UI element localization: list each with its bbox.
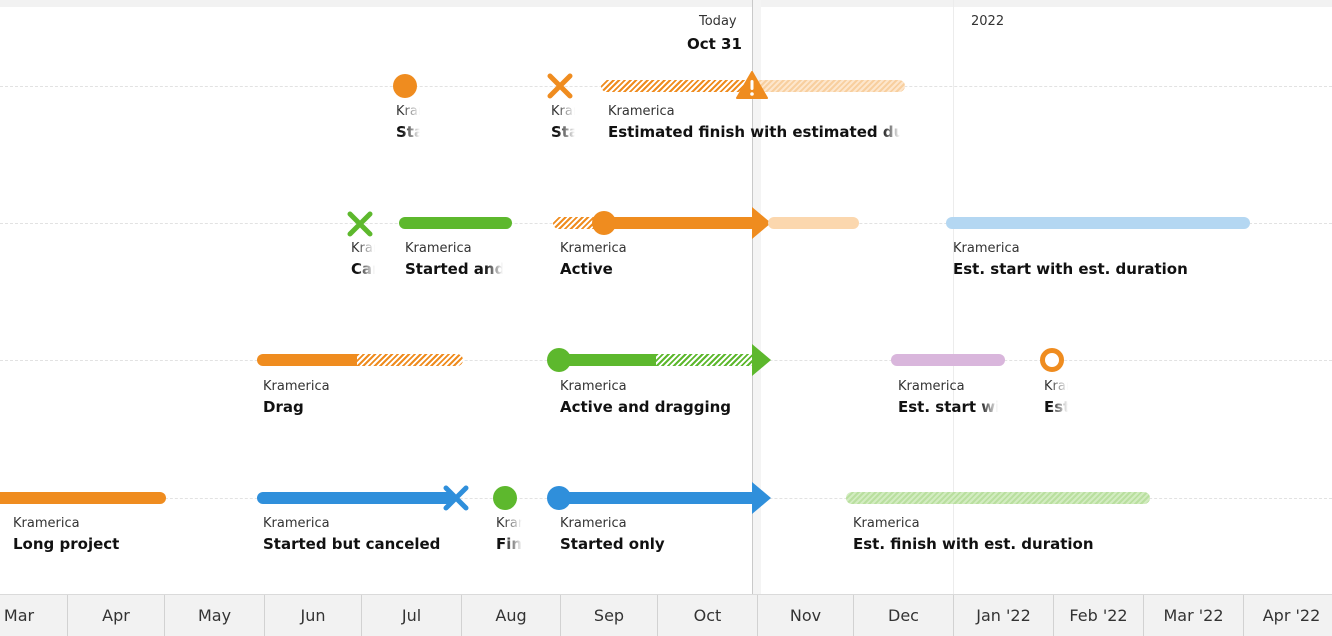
- ring-icon[interactable]: [1040, 348, 1064, 372]
- item-name: Est. finish with est. duration: [853, 535, 1094, 553]
- canceled-x-icon[interactable]: [546, 72, 574, 100]
- hatched-estimated-bar[interactable]: [601, 80, 751, 92]
- timeline-item-started-but-canceled[interactable]: Kramerica Started but canceled: [263, 516, 443, 560]
- item-org: Kramerica: [551, 104, 575, 119]
- month-aug[interactable]: Aug: [461, 595, 560, 636]
- timeline-item-est-start-finish[interactable]: Kramerica Est. start with est. finish: [898, 379, 998, 423]
- estimated-bar[interactable]: [891, 354, 1005, 366]
- item-name: Started only: [560, 535, 665, 553]
- month-apr-22[interactable]: Apr '22: [1243, 595, 1332, 636]
- active-hatched-bar[interactable]: [656, 354, 754, 366]
- item-name: Active and dragging: [560, 398, 732, 416]
- month-oct[interactable]: Oct: [657, 595, 757, 636]
- item-name: Est. start: [1044, 398, 1068, 416]
- item-org: Kramerica: [608, 104, 675, 119]
- month-apr[interactable]: Apr: [67, 595, 164, 636]
- canceled-bar[interactable]: [257, 492, 455, 504]
- month-sep[interactable]: Sep: [560, 595, 657, 636]
- item-name: Started and finished: [405, 260, 503, 278]
- drag-hatched-bar[interactable]: [357, 354, 463, 366]
- item-name: Started but canceled: [263, 535, 441, 553]
- estimated-duration-bar[interactable]: [754, 80, 905, 92]
- timeline-item-started[interactable]: Kramerica Started: [396, 104, 420, 148]
- item-name: Canceled: [351, 260, 375, 278]
- drag-solid-bar[interactable]: [257, 354, 357, 366]
- start-dot-icon[interactable]: [547, 486, 571, 510]
- item-org: Kramerica: [396, 104, 420, 119]
- month-may[interactable]: May: [164, 595, 264, 636]
- today-line: [752, 0, 753, 594]
- month-feb-22[interactable]: Feb '22: [1053, 595, 1143, 636]
- item-org: Kramerica: [263, 516, 330, 531]
- long-project-bar[interactable]: [0, 492, 166, 504]
- start-dot-icon[interactable]: [592, 211, 616, 235]
- finished-dot-icon[interactable]: [493, 486, 517, 510]
- item-name: Started: [396, 123, 420, 141]
- arrow-head-icon: [752, 482, 771, 514]
- estimated-finish-bar[interactable]: [846, 492, 1150, 504]
- start-dot-icon[interactable]: [393, 74, 417, 98]
- timeline-item-started-only[interactable]: Kramerica Started only: [560, 516, 710, 560]
- timeline-item-long-project[interactable]: Kramerica Long project: [13, 516, 163, 560]
- month-jul[interactable]: Jul: [361, 595, 461, 636]
- item-org: Kramerica: [560, 241, 627, 256]
- item-org: Kramerica: [953, 241, 1020, 256]
- timeline-item-estimated-finish[interactable]: Kramerica Estimated finish with estimate…: [608, 104, 900, 148]
- item-org: Kramerica: [1044, 379, 1068, 394]
- timeline-item-started-2[interactable]: Kramerica Started: [551, 104, 575, 148]
- timeline-item-finished[interactable]: Kramerica Finished: [496, 516, 522, 560]
- item-name: Drag: [263, 398, 304, 416]
- estimated-tail-bar[interactable]: [768, 217, 859, 229]
- year-label: 2022: [971, 14, 1005, 29]
- today-shade: [753, 0, 761, 594]
- today-label: Today: [699, 14, 737, 29]
- item-org: Kramerica: [13, 516, 80, 531]
- item-org: Kramerica: [853, 516, 920, 531]
- item-org: Kramerica: [560, 516, 627, 531]
- year-boundary-line: [953, 0, 954, 594]
- item-name: Estimated finish with estimated duration: [608, 123, 900, 141]
- month-jun[interactable]: Jun: [264, 595, 361, 636]
- active-solid-bar[interactable]: [558, 354, 656, 366]
- month-mar-22[interactable]: Mar '22: [1143, 595, 1243, 636]
- item-name: Est. start with est. finish: [898, 398, 998, 416]
- item-name: Est. start with est. duration: [953, 260, 1188, 278]
- canceled-x-icon[interactable]: [442, 484, 470, 512]
- finished-bar[interactable]: [399, 217, 512, 229]
- item-org: Kramerica: [898, 379, 965, 394]
- timeline-item-est-start[interactable]: Kramerica Est. start: [1044, 379, 1068, 423]
- item-org: Kramerica: [351, 241, 375, 256]
- item-org: Kramerica: [405, 241, 472, 256]
- top-strip: [0, 0, 1332, 7]
- hatched-lead-bar[interactable]: [553, 217, 603, 229]
- arrow-head-icon: [752, 207, 771, 239]
- start-dot-icon[interactable]: [547, 348, 571, 372]
- item-org: Kramerica: [263, 379, 330, 394]
- item-name: Started: [551, 123, 575, 141]
- warning-triangle-icon[interactable]: [735, 70, 769, 100]
- timeline-item-est-start-duration[interactable]: Kramerica Est. start with est. duration: [953, 241, 1253, 285]
- month-mar[interactable]: Mar: [0, 595, 68, 636]
- month-dec[interactable]: Dec: [853, 595, 953, 636]
- item-name: Long project: [13, 535, 120, 553]
- arrow-head-icon: [752, 344, 771, 376]
- month-axis: Mar Apr May Jun Jul Aug Sep Oct Nov Dec …: [0, 594, 1332, 636]
- today-date: Oct 31: [687, 35, 742, 53]
- started-bar[interactable]: [558, 492, 754, 504]
- timeline-item-active[interactable]: Kramerica Active: [560, 241, 710, 285]
- item-org: Kramerica: [496, 516, 522, 531]
- item-name: Active: [560, 260, 613, 278]
- canceled-x-icon[interactable]: [346, 210, 374, 238]
- timeline-item-est-finish-duration[interactable]: Kramerica Est. finish with est. duration: [853, 516, 1153, 560]
- estimated-bar[interactable]: [946, 217, 1250, 229]
- item-org: Kramerica: [560, 379, 627, 394]
- month-jan-22[interactable]: Jan '22: [953, 595, 1053, 636]
- timeline-item-drag[interactable]: Kramerica Drag: [263, 379, 413, 423]
- item-name: Finished: [496, 535, 522, 553]
- active-bar[interactable]: [603, 217, 755, 229]
- timeline-item-started-and-finished[interactable]: Kramerica Started and finished: [405, 241, 503, 285]
- month-nov[interactable]: Nov: [757, 595, 853, 636]
- timeline-item-active-dragging[interactable]: Kramerica Active and dragging: [560, 379, 750, 423]
- timeline-item-canceled[interactable]: Kramerica Canceled: [351, 241, 375, 285]
